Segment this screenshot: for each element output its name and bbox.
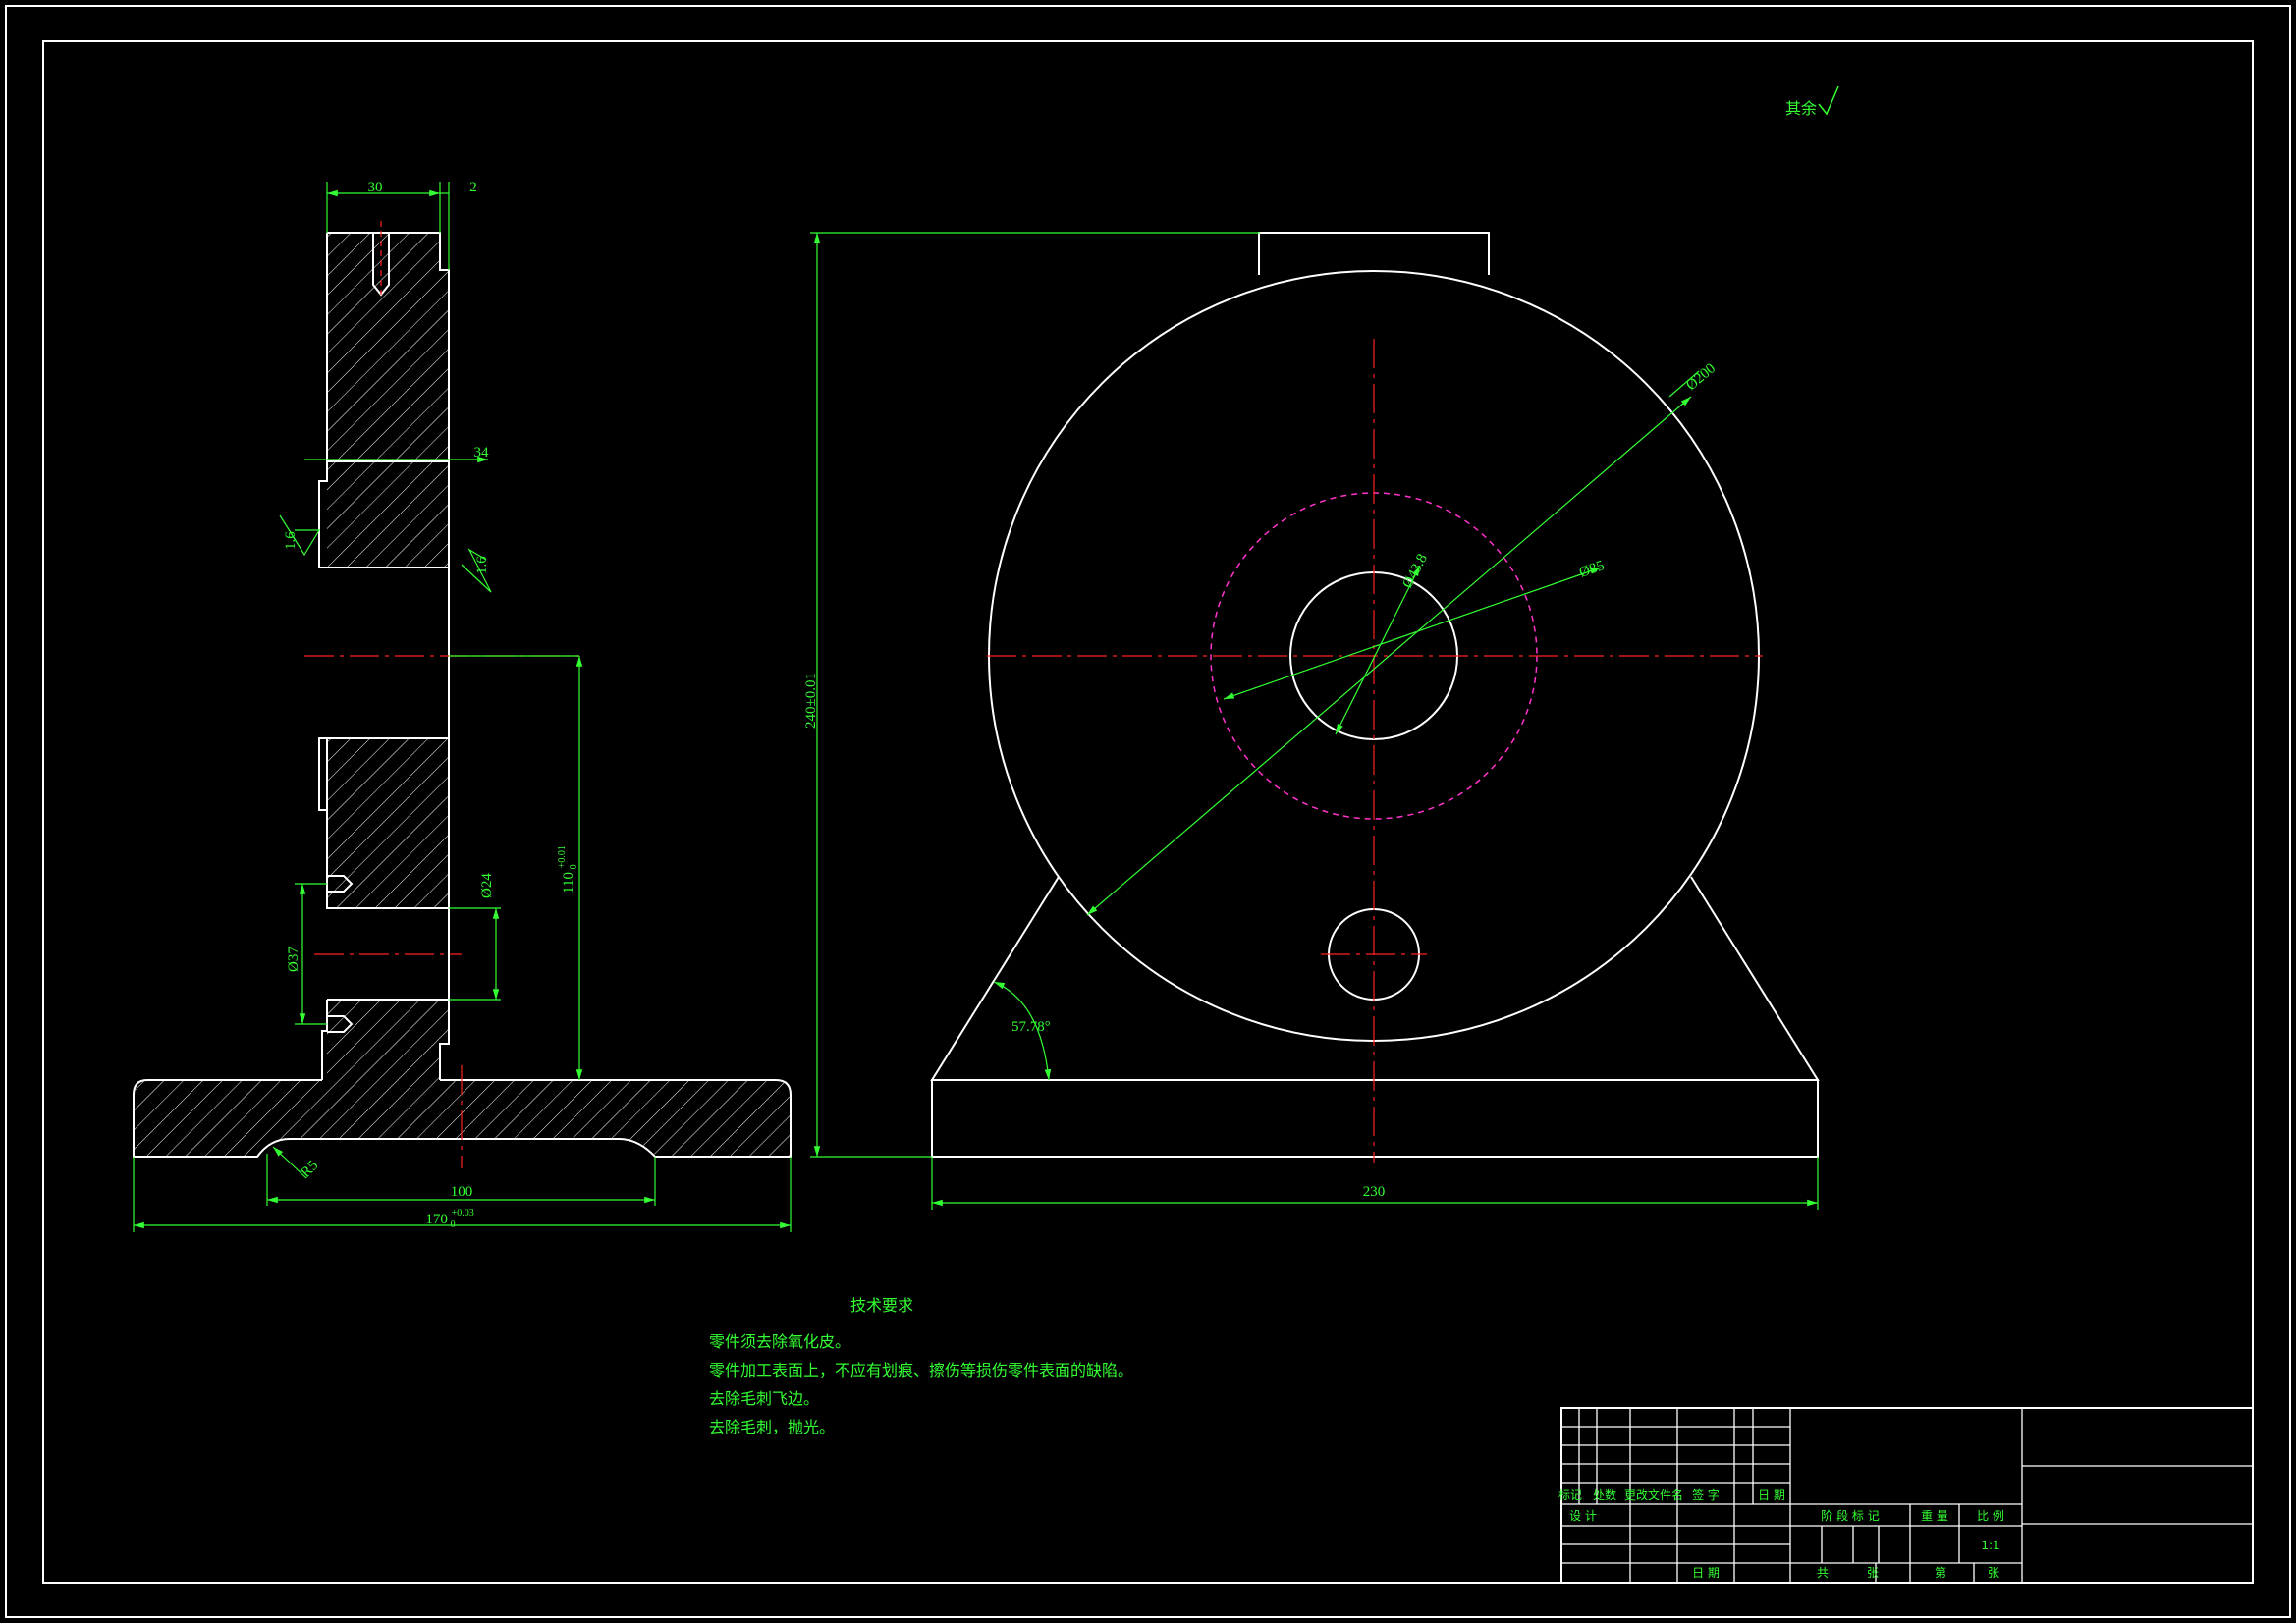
note-item-2: 零件加工表面上，不应有划痕、擦伤等损伤零件表面的缺陷。	[709, 1361, 1133, 1380]
tb-date: 日 期	[1692, 1566, 1720, 1580]
tb-stage-mark: 阶 段 标 记	[1821, 1508, 1879, 1523]
dim-base-width: 170 +0.03 0	[425, 1204, 477, 1230]
tb-label-change-doc: 更改文件名	[1624, 1488, 1683, 1502]
side-view: 30 2 34 1.6 1.6 110 +0.01 0 Ø24 Ø37 R5 1…	[133, 180, 792, 1232]
tb-sheets: 张	[1867, 1566, 1879, 1580]
dim-fillet: R5	[299, 1158, 322, 1181]
dim-front-base-width: 230	[1363, 1184, 1386, 1200]
tb-label-count: 处数	[1593, 1488, 1616, 1502]
note-item-1: 零件须去除氧化皮。	[709, 1332, 850, 1351]
surface-roughness-symbol: 其余	[1785, 85, 1839, 118]
side-dimension-lines	[133, 182, 792, 1232]
tb-total: 共	[1817, 1566, 1829, 1580]
dim-height: 110 +0.01 0	[553, 841, 579, 893]
tb-weight: 重 量	[1921, 1509, 1948, 1523]
dim-base-tol-lower: 0	[451, 1219, 456, 1230]
tb-sheet-no: 第	[1935, 1566, 1946, 1580]
dim-pitch-diameter: Ø85	[1577, 558, 1607, 581]
dim-bore-diameter: Ø43.8	[1399, 552, 1431, 591]
front-view: Ø200 Ø43.8 Ø85 240±0.01 230 57.78°	[803, 232, 1820, 1210]
dim-angle: 57.78°	[1011, 1019, 1051, 1035]
dim-height-tol-lower: 0	[569, 864, 579, 869]
dim-base-width-value: 170	[425, 1212, 448, 1227]
dim-height-tol-upper: +0.01	[557, 845, 568, 868]
tb-label-signature: 签 字	[1692, 1488, 1720, 1502]
notes-title: 技术要求	[850, 1296, 913, 1315]
tb-sheet-unit: 张	[1988, 1566, 1999, 1580]
tb-design: 设 计	[1569, 1509, 1597, 1523]
dim-base-tol-upper: +0.03	[452, 1208, 474, 1218]
tb-label-mark: 标记	[1558, 1488, 1582, 1502]
surface-roughness-label: 其余	[1785, 99, 1817, 118]
roughness-right: 1.6	[474, 556, 490, 574]
front-outline	[930, 232, 1820, 1158]
dim-step-depth: 34	[474, 445, 490, 460]
title-block: 标记 处数 更改文件名 签 字 日 期 设 计 日 期 阶 段 标 记 重 量 …	[1558, 1407, 2254, 1584]
dim-bore-small: Ø24	[479, 873, 495, 898]
dim-top-gap: 2	[469, 180, 477, 195]
note-item-4: 去除毛刺，抛光。	[709, 1418, 835, 1436]
outer-border	[5, 5, 2291, 1618]
dim-total-height: 240±0.01	[803, 673, 819, 729]
roughness-left: 1.6	[283, 531, 299, 550]
note-item-3: 去除毛刺飞边。	[709, 1389, 819, 1408]
dim-top-width: 30	[368, 180, 383, 195]
tb-scale-label: 比 例	[1977, 1509, 2004, 1523]
tb-label-date: 日 期	[1758, 1488, 1785, 1502]
dim-outer-diameter: Ø200	[1683, 360, 1719, 394]
inner-border	[42, 40, 2254, 1584]
tb-scale-value: 1:1	[1981, 1539, 1999, 1552]
side-outline	[133, 232, 792, 1158]
dim-height-value: 110	[561, 872, 576, 893]
technical-requirements: 技术要求 零件须去除氧化皮。 零件加工表面上，不应有划痕、擦伤等损伤零件表面的缺…	[709, 1296, 1133, 1436]
front-dimension-lines	[810, 232, 1819, 1210]
section-hatch	[134, 233, 791, 1157]
dim-bore-large: Ø37	[286, 947, 301, 972]
dim-base-inner: 100	[451, 1184, 473, 1200]
